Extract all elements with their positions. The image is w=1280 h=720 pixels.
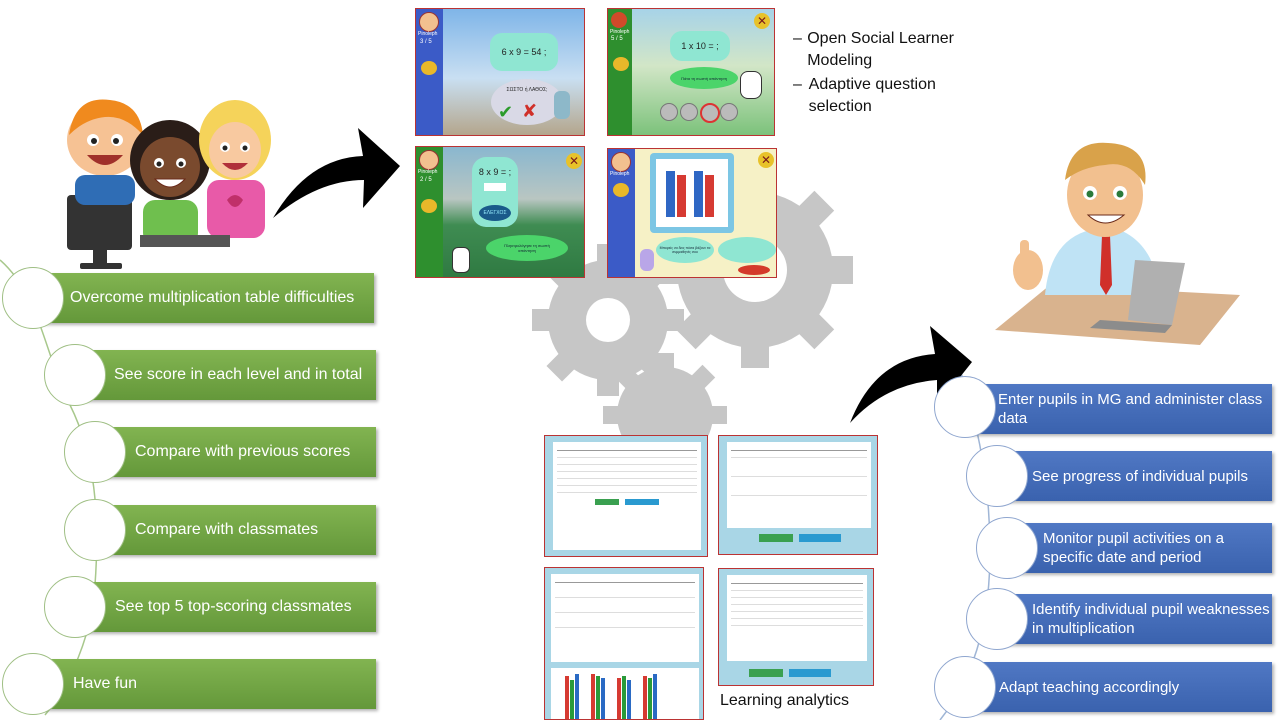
question-text: 1 x 10 = ; [681,41,719,51]
prompt-bubble: Πάτα τη σωστή απάντηση [670,67,738,89]
teacher-benefit-item: Identify individual pupil weaknesses in … [998,594,1272,644]
level-progress: 5 / 5 [611,36,623,42]
game-screenshot-typed-answer: Pinoleph 2 / 5 ✕ 8 x 9 = ; ΕΛΕΓΧΟΣ Πληκτ… [415,146,585,278]
close-icon[interactable]: ✕ [758,152,774,168]
pupil-benefit-item: Have fun [34,659,376,709]
pupil-benefit-item: See score in each level and in total [76,350,376,400]
pupil-benefit-label: Overcome multiplication table difficulti… [70,289,355,306]
bullet-circle [64,499,126,561]
teacher-benefit-item: Enter pupils in MG and administer class … [966,384,1272,434]
bullet-circle [44,344,106,406]
player-name: Pinoleph [418,169,438,175]
player-avatar [611,12,627,28]
prompt-bubble-right [718,237,776,263]
answer-option[interactable] [680,103,698,121]
panda-mascot-icon [452,247,470,273]
bullet-circle [966,588,1028,650]
teacher-benefit-label: See progress of individual pupils [1032,467,1248,485]
coins-icon [421,199,437,213]
check-answer-button[interactable]: ΕΛΕΓΧΟΣ [479,205,511,221]
arrow-to-game-icon [273,128,400,218]
bullet-circle [64,421,126,483]
pupil-benefit-item: Overcome multiplication table difficulti… [34,273,374,323]
feature-label: Adaptive question selection [808,76,936,115]
bullet-circle [966,445,1028,507]
question-text: 8 x 9 = ; [478,167,512,177]
answer-option[interactable] [700,103,720,123]
close-icon[interactable]: ✕ [566,153,582,169]
game-screenshot-social-chart: Pinoleph ✕ Μπορείς να δεις πόσα βάζουν τ… [607,148,777,278]
analytics-report-thumbnail [718,435,878,555]
bullet-circle [2,267,64,329]
feature-label: Open Social Learner Modeling [807,30,954,69]
pupil-benefit-label: See top 5 top-scoring classmates [115,598,352,615]
mascot-icon [554,91,570,119]
panda-mascot-icon [740,71,762,99]
analytics-report-thumbnail [544,435,708,557]
children-at-computer-illustration [67,99,271,269]
player-name: Pinoleph [610,29,630,35]
prompt-bubble: Πληκτρολόγησε τη σωστή απάντηση [486,235,568,261]
bullet-circle [934,656,996,718]
player-avatar [419,12,439,32]
answer-panel: ΣΩΣΤΟ ή ΛΑΘΟΣ; [491,79,563,125]
mascot-icon [640,249,654,271]
coins-icon [421,61,437,75]
answer-prompt: Πληκτρολόγησε τη σωστή απάντηση [504,243,550,253]
prompt-bubble-left: Μπορείς να δεις πόσα βάζουν τα συμμαθητέ… [656,237,714,263]
pupil-benefit-item: Compare with classmates [96,505,376,555]
level-progress: 2 / 5 [420,177,432,183]
question-bubble: 6 x 9 = 54 ; [490,33,558,71]
answer-prompt: Πάτα τη σωστή απάντηση [681,75,727,81]
analytics-caption: Learning analytics [720,692,849,709]
player-name: Pinoleph [610,171,630,177]
answer-input[interactable] [484,183,506,191]
player-avatar [419,150,439,170]
features-list: –Open Social Learner Modeling –Adaptive … [793,28,978,118]
cross-icon[interactable]: ✘ [522,101,538,121]
pupil-benefit-label: Compare with classmates [135,521,319,538]
game-screenshot-true-false: Pinoleph 3 / 5 6 x 9 = 54 ; ΣΩΣΤΟ ή ΛΑΘΟ… [415,8,585,136]
answer-prompt: ΣΩΣΤΟ ή ΛΑΘΟΣ; [506,87,548,93]
teacher-at-laptop-illustration [995,142,1240,345]
pupil-benefit-label: See score in each level and in total [114,366,363,383]
bullet-circle [44,576,106,638]
game-screenshot-multiple-choice: Pinoleph 5 / 5 ✕ 1 x 10 = ; Πάτα τη σωστ… [607,8,775,136]
question-text: 6 x 9 = 54 ; [501,47,547,57]
analytics-report-thumbnail [544,567,704,720]
teacher-benefit-label: Enter pupils in MG and administer class … [998,391,1263,427]
player-name: Pinoleph [418,31,438,37]
bullet-circle [2,653,64,715]
feature-item: –Adaptive question selection [793,74,978,118]
bullet-circle [976,517,1038,579]
gears-graphic [532,175,853,463]
teacher-benefit-label: Identify individual pupil weaknesses in … [1032,601,1270,637]
next-button[interactable] [738,265,770,275]
pupil-benefit-label: Have fun [73,675,138,692]
teacher-benefit-label: Monitor pupil activities on a specific d… [1043,530,1224,566]
teacher-benefit-item: Monitor pupil activities on a specific d… [1008,523,1272,573]
pupil-benefit-label: Compare with previous scores [135,443,351,460]
coins-icon [613,183,629,197]
level-progress: 3 / 5 [420,39,432,45]
teacher-benefit-label: Adapt teaching accordingly [999,678,1180,696]
analytics-report-thumbnail [718,568,874,686]
question-bubble: 1 x 10 = ; [670,31,730,61]
pupil-benefit-item: See top 5 top-scoring classmates [76,582,376,632]
check-icon[interactable]: ✔ [498,102,514,122]
close-icon[interactable]: ✕ [754,13,770,29]
player-avatar [611,152,631,172]
answer-option[interactable] [660,103,678,121]
pupil-benefit-item: Compare with previous scores [96,427,376,477]
comparison-chart-panel [650,153,734,233]
prompt-bubbles: Μπορείς να δεις πόσα βάζουν τα συμμαθητέ… [656,237,776,267]
bullet-circle [934,376,996,438]
teacher-benefit-item: See progress of individual pupils [998,451,1272,501]
feature-item: –Open Social Learner Modeling [793,28,978,72]
teacher-benefit-item: Adapt teaching accordingly [966,662,1272,712]
answer-option[interactable] [720,103,738,121]
coins-icon [613,57,629,71]
